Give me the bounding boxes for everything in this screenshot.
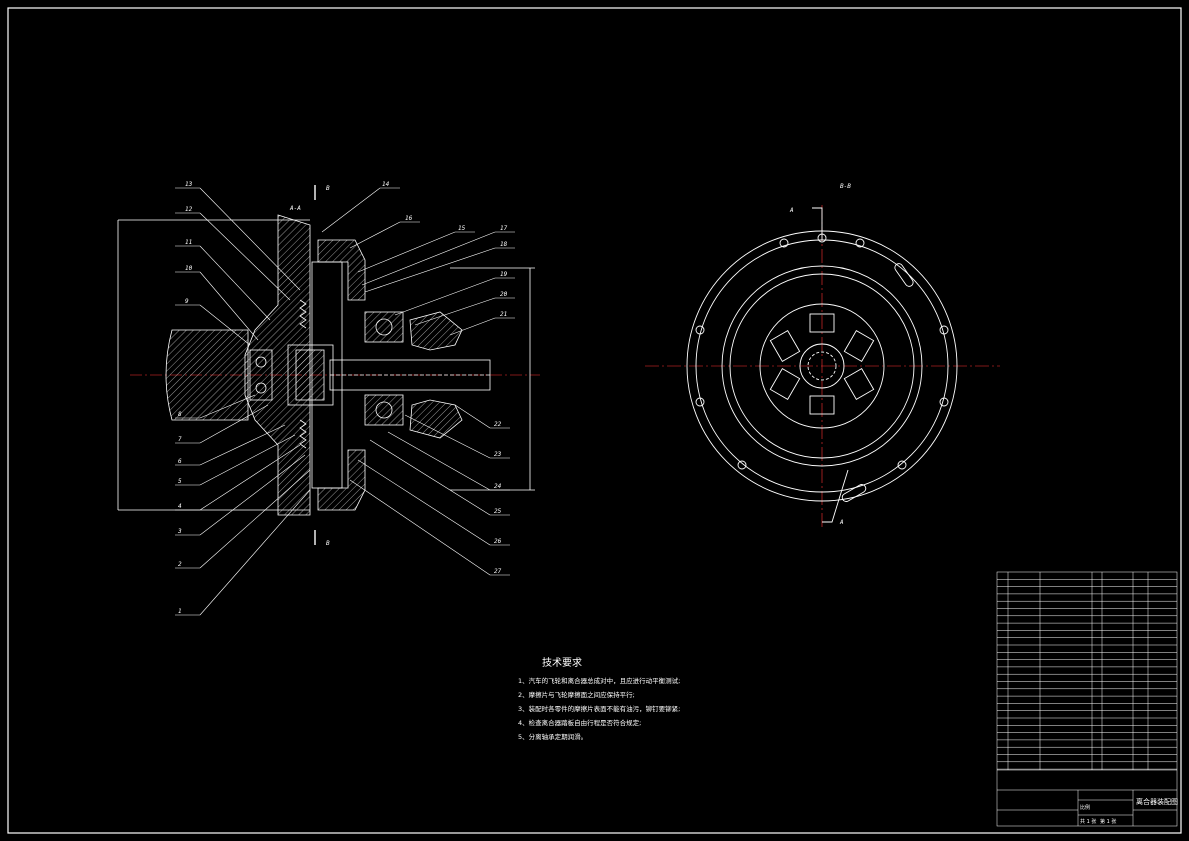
part-label: 25 <box>494 508 502 515</box>
tech-requirement-item: 3、装配时各零件的摩擦片表面不能有油污，铆钉要铆紧; <box>518 704 680 713</box>
part-label: 8 <box>178 411 182 418</box>
tech-requirements: 技术要求 1、汽车的飞轮和离合器总成对中，且应进行动平衡测试; 2、摩擦片与飞轮… <box>518 656 680 741</box>
cut-mark-a-top: A <box>789 207 794 214</box>
part-label: 5 <box>178 478 182 485</box>
leader-lines-right <box>321 187 515 576</box>
cut-mark-a-bottom: A <box>839 519 844 526</box>
part-label: 26 <box>494 538 502 545</box>
part-label: 21 <box>500 311 507 318</box>
part-label: 2 <box>178 561 182 568</box>
part-label: 22 <box>494 421 502 428</box>
part-label: 13 <box>185 181 193 188</box>
part-label: 27 <box>494 568 502 575</box>
part-label: 12 <box>185 206 193 213</box>
part-label: 3 <box>177 528 182 535</box>
part-labels-right: 14 16 15 17 18 19 20 21 22 23 24 25 26 2… <box>382 181 508 575</box>
section-title-a-a: A-A <box>289 205 301 212</box>
part-label: 4 <box>178 503 182 510</box>
tech-requirement-item: 2、摩擦片与飞轮摩擦面之间应保持平行; <box>518 690 635 699</box>
part-label: 14 <box>382 181 390 188</box>
part-label: 9 <box>185 298 189 305</box>
drawing-border <box>7 7 1182 834</box>
section-view-a-a <box>117 185 540 545</box>
part-label: 20 <box>500 291 508 298</box>
parts-list <box>996 571 1178 827</box>
part-label: 15 <box>458 225 466 232</box>
tech-requirement-item: 1、汽车的飞轮和离合器总成对中，且应进行动平衡测试; <box>518 676 680 685</box>
part-label: 19 <box>500 271 508 278</box>
cut-mark-b-top: B <box>326 185 330 192</box>
section-view-b-b <box>645 205 1000 530</box>
part-label: 17 <box>500 225 508 232</box>
part-label: 16 <box>405 215 413 222</box>
part-labels-left: 13 12 11 10 9 8 7 6 5 4 3 2 1 <box>177 181 193 615</box>
tech-requirement-item: 5、分离轴承定期润滑。 <box>518 732 587 741</box>
part-label: 23 <box>494 451 502 458</box>
drawing-title: 离合器装配图 <box>1136 797 1178 806</box>
total-sheets-label: 共 1 张 <box>1080 818 1096 825</box>
scale-label: 比例 <box>1080 804 1090 811</box>
cut-mark-b-bottom: B <box>326 540 330 547</box>
part-label: 1 <box>178 608 182 615</box>
leader-lines-left <box>175 187 311 616</box>
part-label: 6 <box>178 458 182 465</box>
sheet-label: 第 1 张 <box>1100 818 1116 825</box>
tech-requirements-title: 技术要求 <box>542 656 582 669</box>
tech-requirement-item: 4、检查离合器踏板自由行程是否符合规定; <box>518 718 641 727</box>
part-label: 10 <box>185 265 193 272</box>
part-label: 11 <box>185 239 192 246</box>
part-label: 24 <box>494 483 502 490</box>
part-label: 18 <box>500 241 508 248</box>
section-title-b-b: B-B <box>840 183 851 190</box>
part-label: 7 <box>178 436 182 443</box>
